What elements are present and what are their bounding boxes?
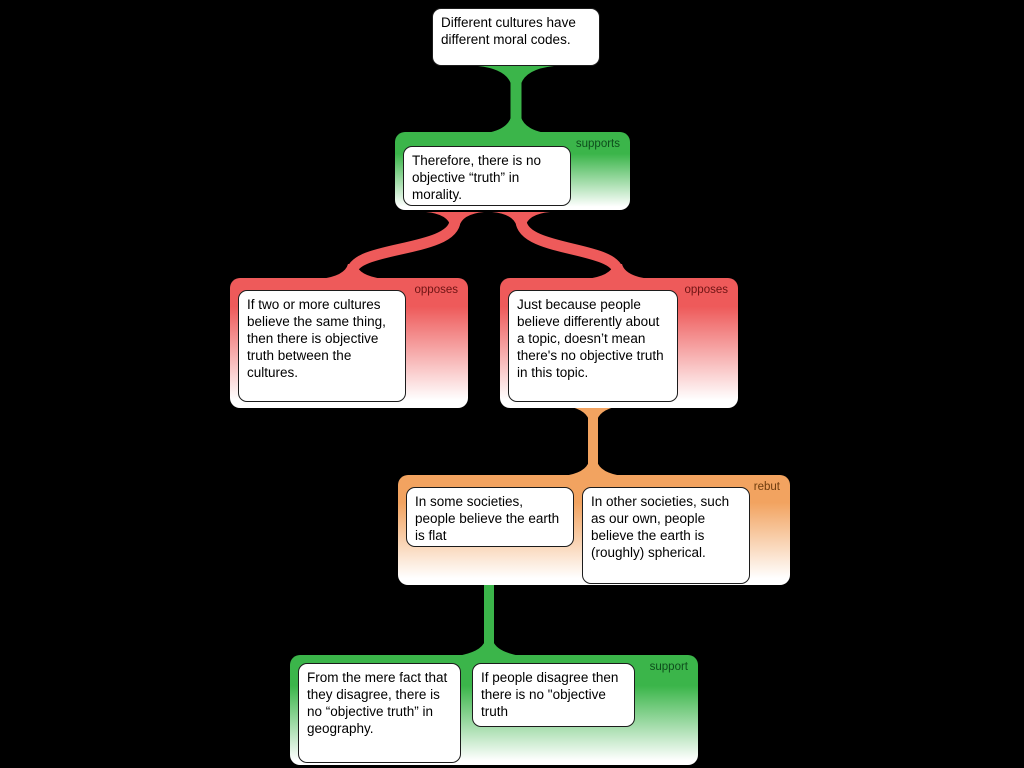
rebut-connector	[561, 405, 625, 476]
opposes-right-label: opposes	[684, 284, 728, 296]
support-claim-disagree-no-truth[interactable]: If people disagree then there is no "obj…	[472, 663, 635, 727]
supports-claim[interactable]: Therefore, there is no objective “truth”…	[403, 146, 571, 206]
opposes-left-connector	[320, 212, 484, 279]
opposes-left-label: opposes	[414, 284, 458, 296]
opposes-right-connector	[492, 212, 650, 279]
opposes-left-claim[interactable]: If two or more cultures believe the same…	[238, 290, 406, 402]
rebut-claim-flat-earth[interactable]: In some societies, people believe the ea…	[406, 487, 574, 547]
root-claim[interactable]: Different cultures have different moral …	[432, 8, 600, 66]
rebut-label: rebut	[753, 481, 780, 493]
supports-label: supports	[575, 138, 620, 150]
support-label: support	[649, 661, 688, 673]
opposes-right-claim[interactable]: Just because people believe differently …	[508, 290, 678, 402]
rebut-claim-spherical[interactable]: In other societies, such as our own, peo…	[582, 487, 750, 584]
support-claim-disagree-geography[interactable]: From the mere fact that they disagree, t…	[298, 663, 461, 763]
supports-connector	[478, 66, 554, 134]
